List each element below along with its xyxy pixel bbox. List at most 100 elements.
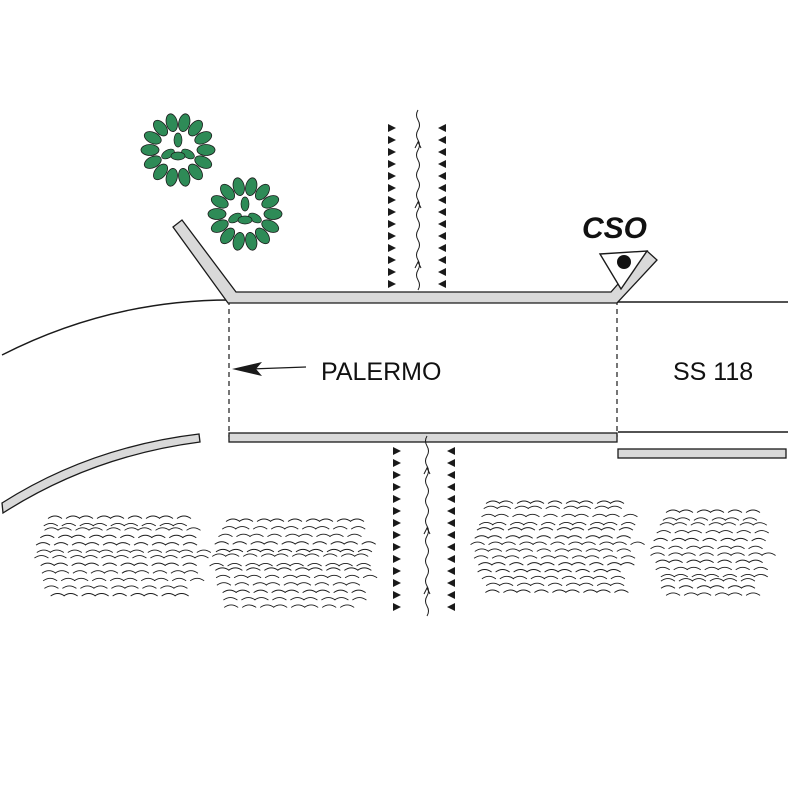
rock-stroke xyxy=(153,577,169,582)
rock-stroke xyxy=(330,541,345,545)
stream-lower-flow xyxy=(423,435,431,617)
rock-stroke xyxy=(512,575,528,580)
rock-stroke xyxy=(246,574,262,579)
flow-arrow xyxy=(423,586,431,595)
rock-stroke xyxy=(215,574,231,579)
rock-stroke xyxy=(259,548,275,553)
rock-stroke xyxy=(241,604,257,608)
rock-stroke xyxy=(477,569,492,573)
rock-stroke xyxy=(709,585,725,589)
leaf xyxy=(143,155,162,169)
rock-stroke xyxy=(727,592,743,596)
rock-stroke xyxy=(101,555,116,559)
leaf xyxy=(210,195,229,209)
rock-stroke xyxy=(75,527,90,531)
rock-stroke xyxy=(218,533,233,538)
rock-stroke xyxy=(169,534,184,539)
rock-stroke xyxy=(576,505,592,510)
bank-mark xyxy=(388,196,396,204)
rock-stroke xyxy=(516,582,532,587)
rock-stroke xyxy=(174,593,189,597)
rock-stroke xyxy=(578,500,594,504)
rock-stroke xyxy=(596,589,611,593)
rock-stroke xyxy=(565,589,580,593)
rock-stroke xyxy=(598,548,614,552)
rock-stroke xyxy=(91,577,107,582)
rock-stroke xyxy=(362,574,378,579)
rock-stroke xyxy=(594,505,610,510)
rock-stroke xyxy=(238,518,254,522)
rock-stroke xyxy=(350,526,366,530)
rock-stroke xyxy=(124,585,139,589)
rock-stroke xyxy=(291,553,307,557)
stream-upper xyxy=(388,109,446,291)
rock-slopes xyxy=(34,500,776,608)
rock-stroke xyxy=(736,530,751,534)
rock-stroke xyxy=(130,593,145,597)
rock-stroke xyxy=(476,527,492,531)
rock-stroke xyxy=(287,518,303,522)
rock-stroke xyxy=(709,509,725,513)
rock-stroke xyxy=(339,548,355,553)
rock-stroke xyxy=(607,505,623,510)
rock-stroke xyxy=(160,585,175,589)
leaf xyxy=(170,151,186,161)
rock-stroke xyxy=(150,555,165,559)
rock-stroke xyxy=(745,592,761,596)
bank-mark xyxy=(447,531,455,539)
rock-stroke xyxy=(71,534,86,539)
rock-stroke xyxy=(120,562,135,567)
rock-stroke xyxy=(71,562,86,567)
rock-stroke xyxy=(584,555,600,559)
rock-stroke xyxy=(307,563,322,567)
rock-stroke xyxy=(94,593,109,597)
rock-stroke xyxy=(503,589,518,593)
rock-stroke xyxy=(269,518,285,522)
leaf xyxy=(245,177,258,196)
rock-stroke xyxy=(215,548,231,553)
rock-stroke xyxy=(722,573,738,578)
rock-stroke xyxy=(656,530,671,534)
rock-stroke xyxy=(42,577,58,582)
rock-stroke xyxy=(596,500,612,504)
rock-stroke xyxy=(540,562,555,566)
rock-stroke xyxy=(529,500,545,504)
rock-stroke xyxy=(585,548,601,552)
rock-stroke xyxy=(344,574,360,579)
rock-stroke xyxy=(252,526,268,530)
bank-mark xyxy=(388,208,396,216)
rock-stroke xyxy=(170,570,186,574)
rock-stroke xyxy=(72,570,88,574)
bank-mark xyxy=(393,579,401,587)
rock-stroke xyxy=(552,589,567,593)
rock-stroke xyxy=(65,515,81,519)
leaf xyxy=(153,119,169,137)
rock-stroke xyxy=(558,522,574,526)
rock-stroke xyxy=(609,582,625,587)
rock-stroke xyxy=(673,573,689,578)
leaf xyxy=(196,144,216,156)
rock-stroke xyxy=(583,589,598,593)
guardrail-bottom-left xyxy=(1,433,201,515)
rock-stroke xyxy=(61,522,77,527)
rock-stroke xyxy=(326,548,342,553)
bank-mark xyxy=(438,232,446,240)
rock-stroke xyxy=(735,566,750,571)
rock-stroke xyxy=(70,555,85,559)
rock-stroke xyxy=(165,549,181,553)
rock-stroke xyxy=(672,522,688,526)
rock-stroke xyxy=(556,527,572,531)
rock-stroke xyxy=(123,522,139,527)
bank-mark xyxy=(447,591,455,599)
rock-stroke xyxy=(344,567,359,571)
rock-stroke xyxy=(137,527,152,531)
rock-stroke xyxy=(761,552,776,556)
rock-stroke xyxy=(520,527,536,531)
bank-mark xyxy=(393,603,401,611)
rock-stroke xyxy=(665,509,681,513)
rock-stroke xyxy=(717,559,732,563)
rock-stroke xyxy=(691,573,707,578)
rock-stroke xyxy=(151,562,166,567)
rock-stroke xyxy=(109,577,125,582)
rock-stroke xyxy=(529,582,545,587)
